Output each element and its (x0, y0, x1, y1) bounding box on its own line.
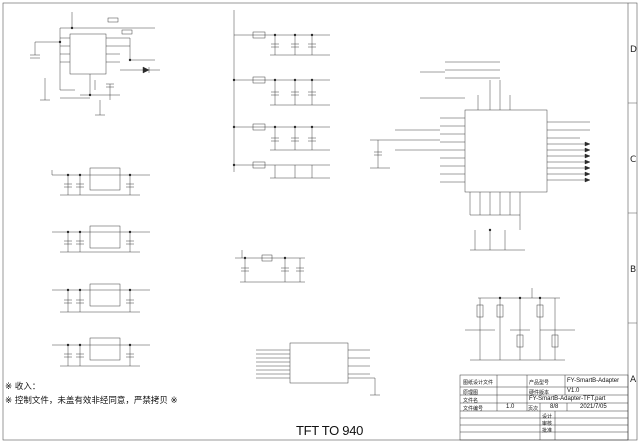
tb-file-name: FY-SmartB-Adapter-TFT.part (529, 396, 606, 402)
zone-letter-c: C (630, 155, 637, 165)
tb-page-of: 8/8 (550, 404, 559, 410)
connector-940 (256, 342, 380, 396)
tb-date: 2021/7/05 (580, 404, 607, 410)
junction-dots (58, 26, 542, 347)
tb-doc-no-label: 文件编号 (463, 406, 484, 412)
filter-network (233, 10, 330, 179)
regulator-blocks (51, 167, 150, 367)
tb-drawing-no-label: 原理图 (463, 390, 479, 396)
power-input-circuit (30, 12, 160, 116)
mid-filter (235, 250, 305, 283)
zone-letter-a: A (630, 375, 637, 385)
tb-row-approve: 批准 (542, 428, 553, 434)
output-pins (584, 141, 591, 183)
section-label: TFT TO 940 (296, 423, 364, 438)
tb-product: FY-SmartB-Adapter (567, 378, 620, 384)
zone-letter-d: D (630, 45, 637, 55)
confidential-note: ※ 控制文件，未盖有效非经同意，严禁拷贝 ※ (5, 396, 178, 406)
tb-file-code-label: 图纸设计文件 (463, 380, 494, 386)
tb-row-design: 设计 (542, 414, 553, 420)
tb-row-review: 审核 (542, 421, 553, 427)
tb-rev: 1.0 (506, 404, 515, 410)
title-block-frame (459, 374, 629, 441)
zone-letter-b: B (630, 265, 637, 275)
tb-file-name-label: 文件名 (463, 398, 479, 404)
bottom-right-circuit (465, 288, 575, 361)
main-ic (370, 61, 590, 251)
tb-version: V1.0 (567, 388, 580, 394)
tb-product-model-label: 产品型号 (529, 380, 550, 386)
tb-page-label: 页次 (528, 406, 539, 412)
tb-hw-version-label: 硬件版本 (529, 390, 550, 396)
received-note: ※ 收入： (5, 382, 41, 392)
